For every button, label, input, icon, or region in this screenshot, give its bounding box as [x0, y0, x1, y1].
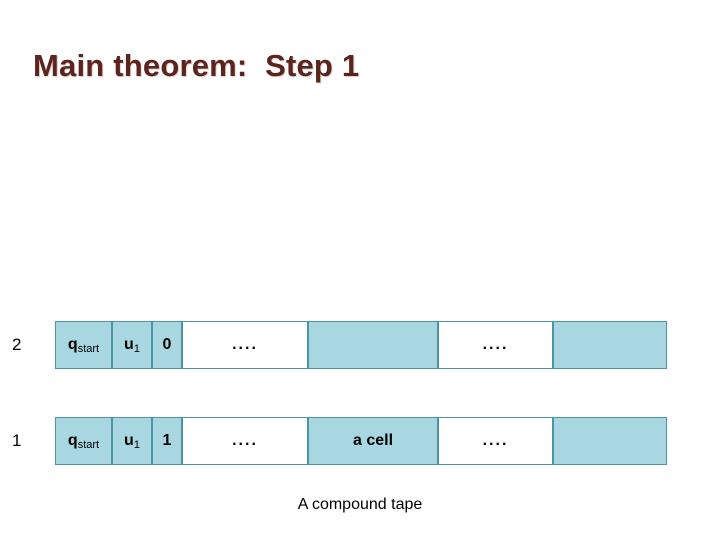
tape-cell-symbol: u1	[124, 336, 140, 355]
tape-cell-text: 1	[162, 432, 172, 449]
tape-cell[interactable]: ....	[182, 321, 308, 369]
ellipsis-glyph: ....	[482, 432, 509, 449]
tape-row-label: 2	[12, 335, 22, 354]
tape-cell[interactable]: 1	[152, 417, 182, 465]
tape-cell-symbol-subscript: 1	[133, 343, 140, 355]
tape-cell[interactable]: ....	[438, 417, 553, 465]
tape-cell[interactable]: ....	[182, 417, 308, 465]
page-title: Main theorem: Step 1	[33, 48, 360, 83]
tape-cell-text: a cell	[352, 432, 394, 449]
tape-cell[interactable]: u1	[112, 321, 152, 369]
tape-cell[interactable]: qstart	[55, 321, 112, 369]
tape-cell[interactable]	[308, 321, 438, 369]
tape-cell-text: 0	[162, 336, 172, 353]
tape-cell[interactable]: u1	[112, 417, 152, 465]
ellipsis-glyph: ....	[482, 336, 509, 353]
tape-cell-symbol-base: u	[124, 432, 134, 449]
tape-cell-symbol-base: q	[67, 432, 78, 449]
tape-cell-symbol: u1	[124, 432, 140, 451]
tape-row-label: 1	[12, 431, 22, 450]
diagram-caption: A compound tape	[297, 496, 423, 513]
tape-cell-symbol-base: u	[124, 336, 134, 353]
tape-cell[interactable]: 0	[152, 321, 182, 369]
tape-cell-symbol-subscript: 1	[133, 439, 140, 451]
tape-cell-symbol-subscript: start	[77, 439, 100, 451]
tape-row: 2 qstart u1 0........	[0, 321, 720, 369]
tape-cell[interactable]	[553, 321, 667, 369]
tape-cell-symbol: qstart	[67, 336, 100, 355]
tape-cell[interactable]: qstart	[55, 417, 112, 465]
tape-cell-symbol-base: q	[67, 336, 78, 353]
ellipsis-glyph: ....	[232, 432, 258, 449]
tape-cell[interactable]: a cell	[308, 417, 438, 465]
tape-cell[interactable]: ....	[438, 321, 553, 369]
ellipsis-glyph: ....	[232, 336, 258, 353]
tape-cell-symbol-subscript: start	[77, 343, 100, 355]
tape-cell[interactable]	[553, 417, 667, 465]
tape-cell-symbol: qstart	[67, 432, 100, 451]
